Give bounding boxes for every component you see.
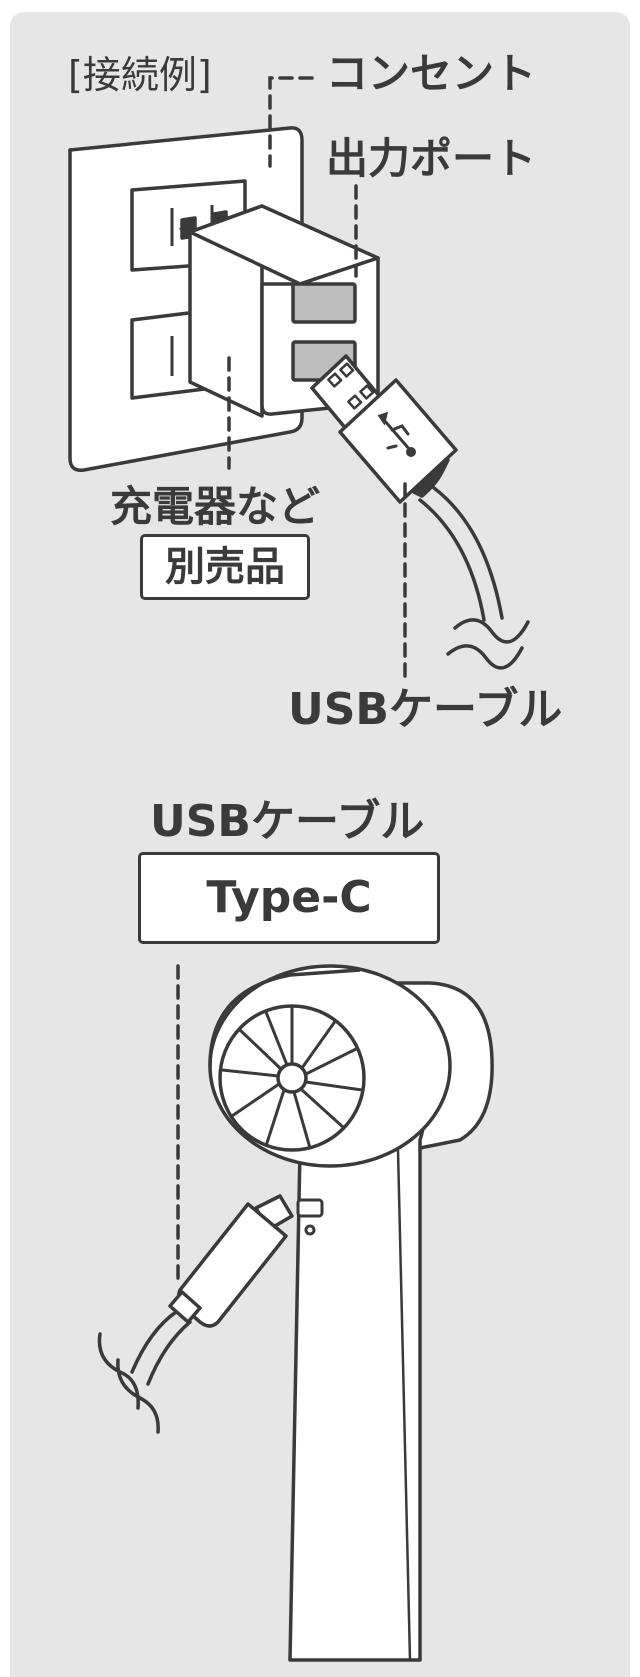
example-label: [接続例]	[68, 53, 212, 97]
output-port-label: 出力ポート	[326, 134, 537, 183]
usb-cable-top	[418, 486, 530, 670]
leader-lines-top	[227, 76, 407, 682]
power-button	[296, 1198, 324, 1236]
usb-cable-label-top: USBケーブル	[288, 684, 563, 735]
fan-blades-icon	[221, 1006, 363, 1149]
sold-separately-badge: 別売品	[140, 534, 310, 600]
usb-symbol-icon	[377, 411, 416, 457]
usb-port-1	[291, 282, 357, 324]
handy-fan	[208, 964, 494, 1662]
usb-a-plug	[310, 354, 458, 504]
charger-label: 充電器など	[110, 482, 321, 531]
outlet-label: コンセント	[326, 49, 537, 98]
connector-type-badge: Type-C	[138, 852, 440, 944]
usb-cable-bottom	[97, 1310, 192, 1434]
sold-separately-label: 別売品	[165, 544, 285, 590]
type-c-plug	[168, 1194, 294, 1328]
connector-type-label: Type-C	[206, 872, 372, 923]
usb-cable-label-bottom: USBケーブル	[150, 796, 425, 847]
